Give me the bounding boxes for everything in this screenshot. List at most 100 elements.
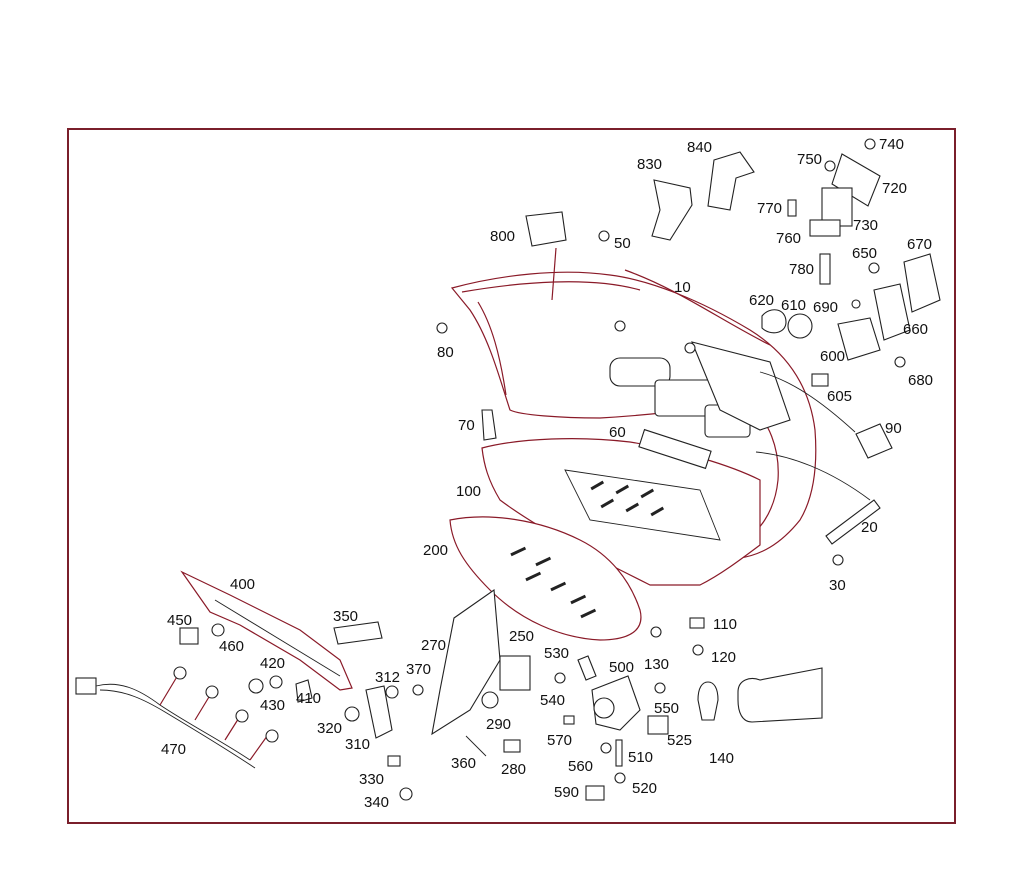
callout-720: 720 [882,180,907,197]
part-670 [903,253,941,313]
callout-360: 360 [451,755,476,772]
callout-840: 840 [687,139,712,156]
callout-80: 80 [437,344,454,361]
callout-330: 330 [359,771,384,788]
lower-cover-part [481,438,761,586]
callout-140: 140 [709,750,734,767]
callout-90: 90 [885,420,902,437]
part-540 [554,672,566,684]
callout-110: 110 [713,616,737,633]
edge-trim-part [697,667,823,723]
part-460 [211,623,225,637]
part-320 [344,706,360,722]
part-280 [503,739,521,753]
part-550 [654,682,666,694]
callout-270: 270 [421,637,446,654]
part-560 [600,742,612,754]
part-770 [787,199,797,217]
callout-200: 200 [423,542,448,559]
wiring-harness-part [75,666,279,769]
callout-760: 760 [776,230,801,247]
part-720 [831,153,881,207]
callout-610: 610 [781,297,806,314]
callout-780: 780 [789,261,814,278]
part-830 [651,179,693,241]
part-410 [295,679,313,703]
part-290 [481,691,499,709]
callout-340: 340 [364,794,389,811]
part-340 [399,787,413,801]
part-525 [647,715,669,735]
part-680 [894,356,906,368]
callout-605: 605 [827,388,852,405]
small-parts [179,138,941,801]
part-650 [868,262,880,274]
part-30 [832,554,844,566]
part-120 [692,644,704,656]
callout-120: 120 [711,649,736,666]
callout-560: 560 [568,758,593,775]
part-760 [809,219,841,237]
part-330 [387,755,401,767]
callout-770: 770 [757,200,782,217]
callout-650: 650 [852,245,877,262]
callout-590: 590 [554,784,579,801]
part-590 [585,785,605,801]
callout-550: 550 [654,700,679,717]
callout-680: 680 [908,372,933,389]
bracket-part-400 [180,570,353,691]
part-600 [837,317,881,361]
callout-800: 800 [490,228,515,245]
callout-510: 510 [628,749,653,766]
part-310 [365,685,393,739]
callout-50: 50 [614,235,631,252]
callout-600: 600 [820,348,845,365]
callout-430: 430 [260,697,285,714]
callout-420: 420 [260,655,285,672]
callout-500: 500 [609,659,634,676]
part-530 [577,655,597,681]
callout-100: 100 [456,483,481,500]
callout-20: 20 [861,519,878,536]
part-420 [269,675,283,689]
bumper-cover-part [450,269,817,559]
callout-350: 350 [333,608,358,625]
callout-290: 290 [486,716,511,733]
callout-620: 620 [749,292,774,309]
callout-450: 450 [167,612,192,629]
callout-400: 400 [230,576,255,593]
part-570 [563,715,575,725]
part-450 [179,627,199,645]
part-740 [864,138,876,150]
part-660 [873,283,911,341]
callout-740: 740 [879,136,904,153]
part-370 [412,684,424,696]
part-312 [385,685,399,699]
callout-410: 410 [296,690,321,707]
part-50 [598,230,610,242]
part-605 [811,373,829,387]
callout-280: 280 [501,761,526,778]
callout-670: 670 [907,236,932,253]
callout-60: 60 [609,424,626,441]
part-250 [499,655,531,691]
part-430 [248,678,264,694]
callout-530: 530 [544,645,569,662]
part-70 [481,409,497,441]
callout-540: 540 [540,692,565,709]
callout-660: 660 [903,321,928,338]
callout-320: 320 [317,720,342,737]
part-110 [689,617,705,629]
part-360 [465,735,487,757]
part-690 [851,299,861,309]
part-620 [761,309,787,334]
callout-130: 130 [644,656,669,673]
part-520 [614,772,626,784]
part-130 [650,626,662,638]
callout-750: 750 [797,151,822,168]
part-780 [819,253,831,285]
part-750 [824,160,836,172]
part-800 [525,211,567,247]
callout-70: 70 [458,417,475,434]
